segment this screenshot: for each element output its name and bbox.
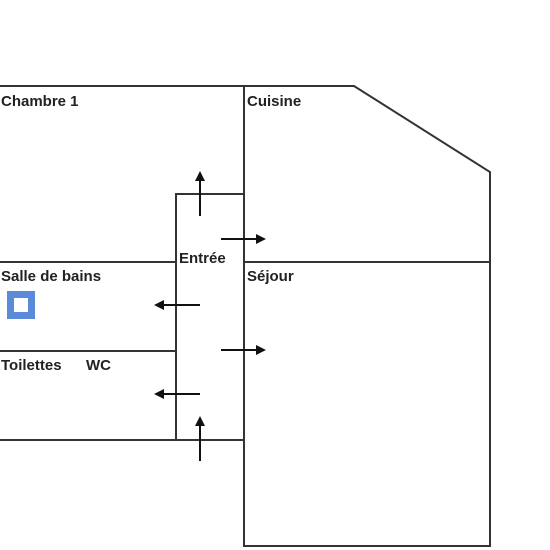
room-label-entree: Entrée [179, 250, 226, 267]
room-label-wc: WC [86, 357, 111, 374]
room-label-toilettes: Toilettes [1, 357, 62, 374]
wall-top [0, 85, 491, 547]
room-label-salle-de-bains: Salle de bains [1, 268, 102, 285]
square-fixture-icon [7, 291, 35, 319]
entree-outline [175, 193, 245, 441]
room-label-sejour: Séjour [247, 268, 294, 285]
room-label-cuisine: Cuisine [247, 93, 302, 110]
room-label-chambre1: Chambre 1 [1, 93, 79, 110]
